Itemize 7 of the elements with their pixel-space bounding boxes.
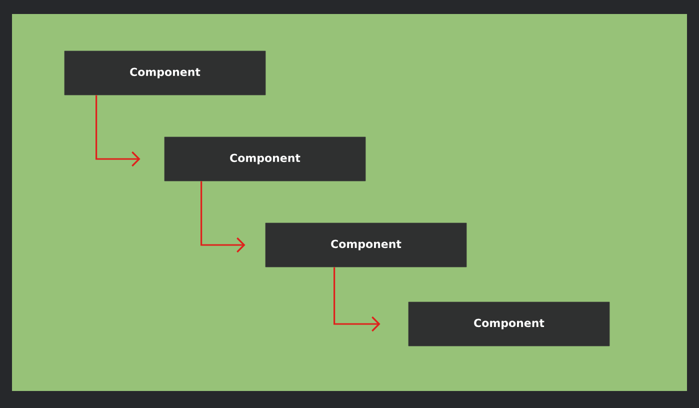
arrow (96, 95, 140, 167)
arrow (334, 267, 380, 332)
component-box: Component (265, 222, 467, 268)
arrow (200, 181, 246, 253)
component-box: Component (64, 50, 266, 96)
component-box: Component (408, 302, 610, 346)
component-box: Component (164, 136, 366, 182)
